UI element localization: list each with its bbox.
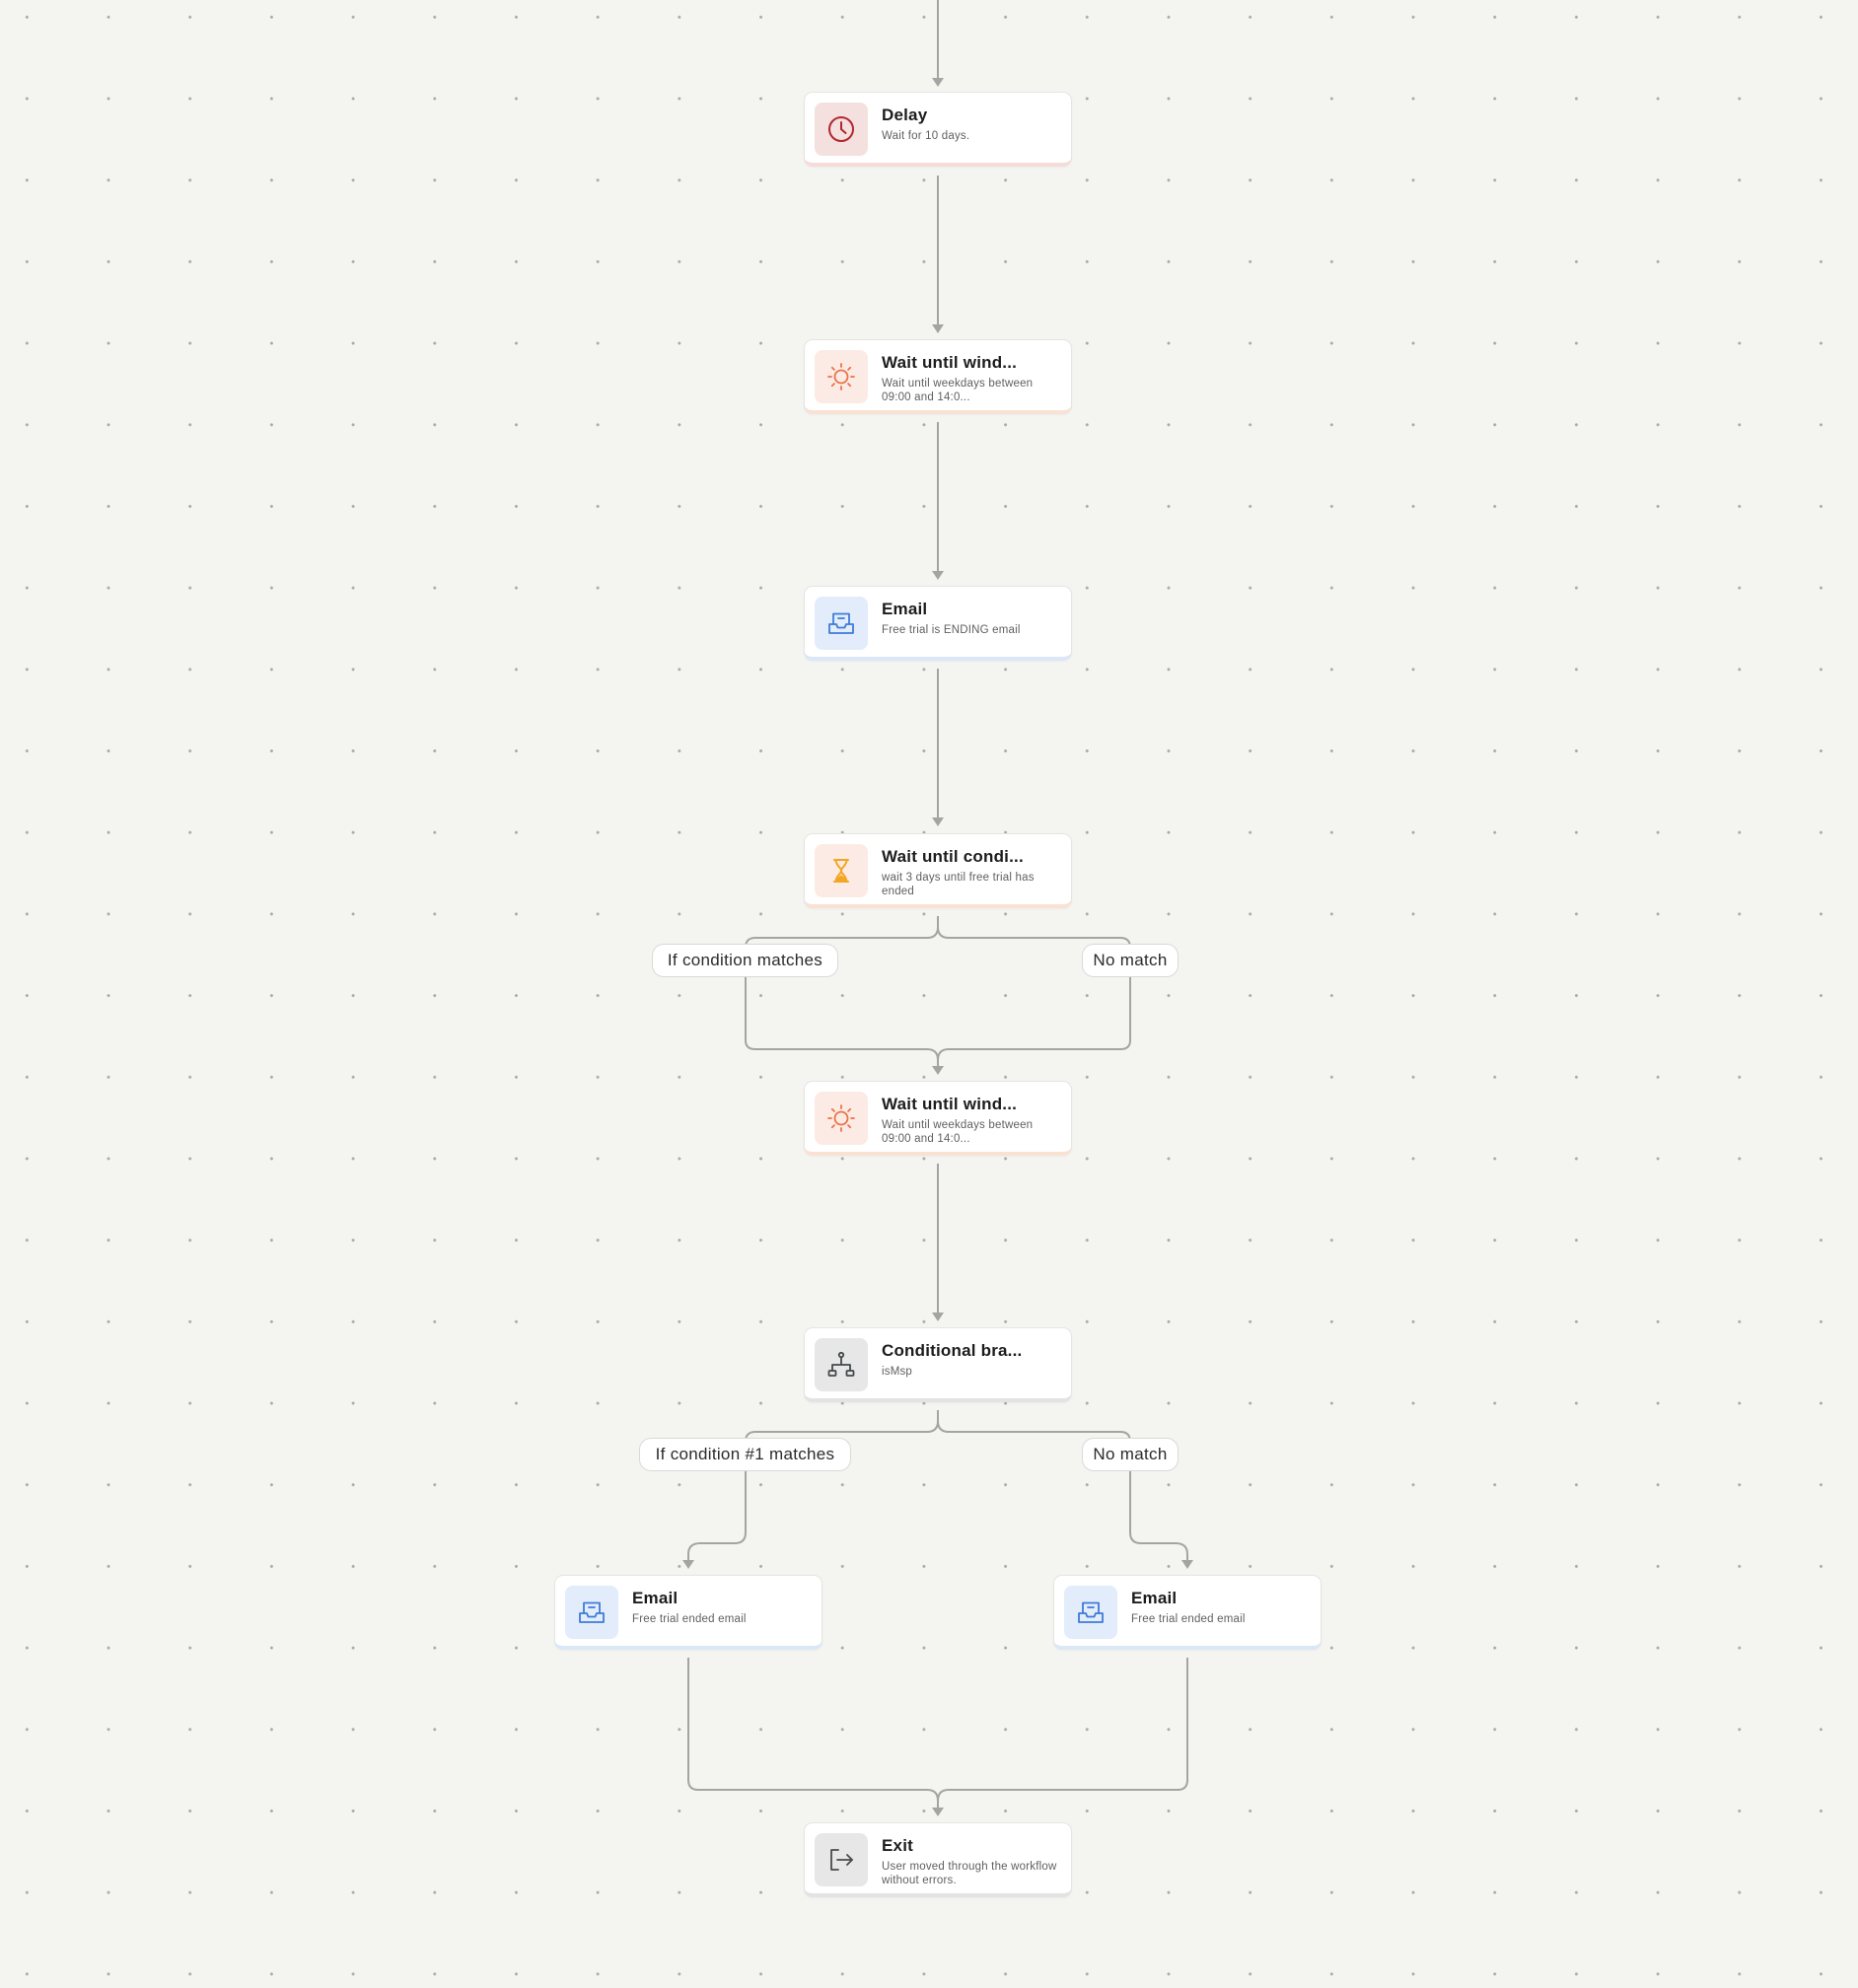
- exit-icon: [815, 1833, 868, 1886]
- connector-line: [937, 926, 1131, 1061]
- node-title: Email: [1131, 1589, 1178, 1607]
- arrowhead: [932, 78, 944, 87]
- node-title: Delay: [882, 106, 928, 124]
- inbox-icon: [815, 597, 868, 650]
- branch-label-no-match[interactable]: No match: [1082, 944, 1179, 977]
- node-subtitle: User moved through the workflow without …: [882, 1861, 1057, 1886]
- connector-line: [937, 1658, 1188, 1802]
- node-title: Email: [632, 1589, 679, 1607]
- inbox-icon: [565, 1586, 618, 1639]
- node-title: Conditional bra...: [882, 1341, 1023, 1360]
- node-title: Wait until wind...: [882, 353, 1018, 372]
- node-subtitle: Free trial is ENDING email: [882, 624, 1021, 636]
- branch-label-condition-1-matches[interactable]: If condition #1 matches: [639, 1438, 851, 1471]
- node-subtitle: Wait for 10 days.: [882, 130, 970, 142]
- arrowhead: [932, 1066, 944, 1075]
- connector-line: [937, 1420, 1188, 1561]
- node-subtitle: Free trial ended email: [1131, 1613, 1246, 1625]
- arrowhead: [682, 1560, 694, 1569]
- email-node[interactable]: Email Free trial is ENDING email: [804, 586, 1072, 661]
- connector-line: [687, 1410, 939, 1561]
- arrowhead: [932, 817, 944, 826]
- arrowhead: [932, 571, 944, 580]
- branch-label-no-match[interactable]: No match: [1082, 1438, 1179, 1471]
- arrowhead: [932, 1313, 944, 1321]
- branch-icon: [815, 1338, 868, 1391]
- delay-node[interactable]: Delay Wait for 10 days.: [804, 92, 1072, 167]
- wait-window-node[interactable]: Wait until wind... Wait until weekdays b…: [804, 339, 1072, 414]
- arrowhead: [932, 1808, 944, 1816]
- wait-condition-node[interactable]: Wait until condi... wait 3 days until fr…: [804, 833, 1072, 908]
- conditional-branch-node[interactable]: Conditional bra... isMsp: [804, 1327, 1072, 1402]
- branch-label-condition-matches[interactable]: If condition matches: [652, 944, 838, 977]
- node-subtitle: Free trial ended email: [632, 1613, 747, 1625]
- node-title: Wait until wind...: [882, 1095, 1018, 1113]
- exit-node[interactable]: Exit User moved through the workflow wit…: [804, 1822, 1072, 1897]
- connector-line: [745, 916, 939, 1067]
- hourglass-icon: [815, 844, 868, 897]
- clock-icon: [815, 103, 868, 156]
- sun-icon: [815, 1092, 868, 1145]
- node-title: Exit: [882, 1836, 913, 1855]
- email-node-left[interactable]: Email Free trial ended email: [554, 1575, 822, 1650]
- node-subtitle: Wait until weekdays between 09:00 and 14…: [882, 1119, 1034, 1145]
- node-title: Email: [882, 600, 928, 618]
- node-subtitle: isMsp: [882, 1366, 913, 1378]
- arrowhead: [932, 324, 944, 333]
- node-subtitle: wait 3 days until free trial has ended: [882, 872, 1035, 897]
- node-title: Wait until condi...: [882, 847, 1024, 866]
- inbox-icon: [1064, 1586, 1117, 1639]
- connector-line: [687, 1658, 939, 1809]
- node-subtitle: Wait until weekdays between 09:00 and 14…: [882, 378, 1034, 403]
- wait-window-node[interactable]: Wait until wind... Wait until weekdays b…: [804, 1081, 1072, 1156]
- arrowhead: [1181, 1560, 1193, 1569]
- email-node-right[interactable]: Email Free trial ended email: [1053, 1575, 1322, 1650]
- sun-icon: [815, 350, 868, 403]
